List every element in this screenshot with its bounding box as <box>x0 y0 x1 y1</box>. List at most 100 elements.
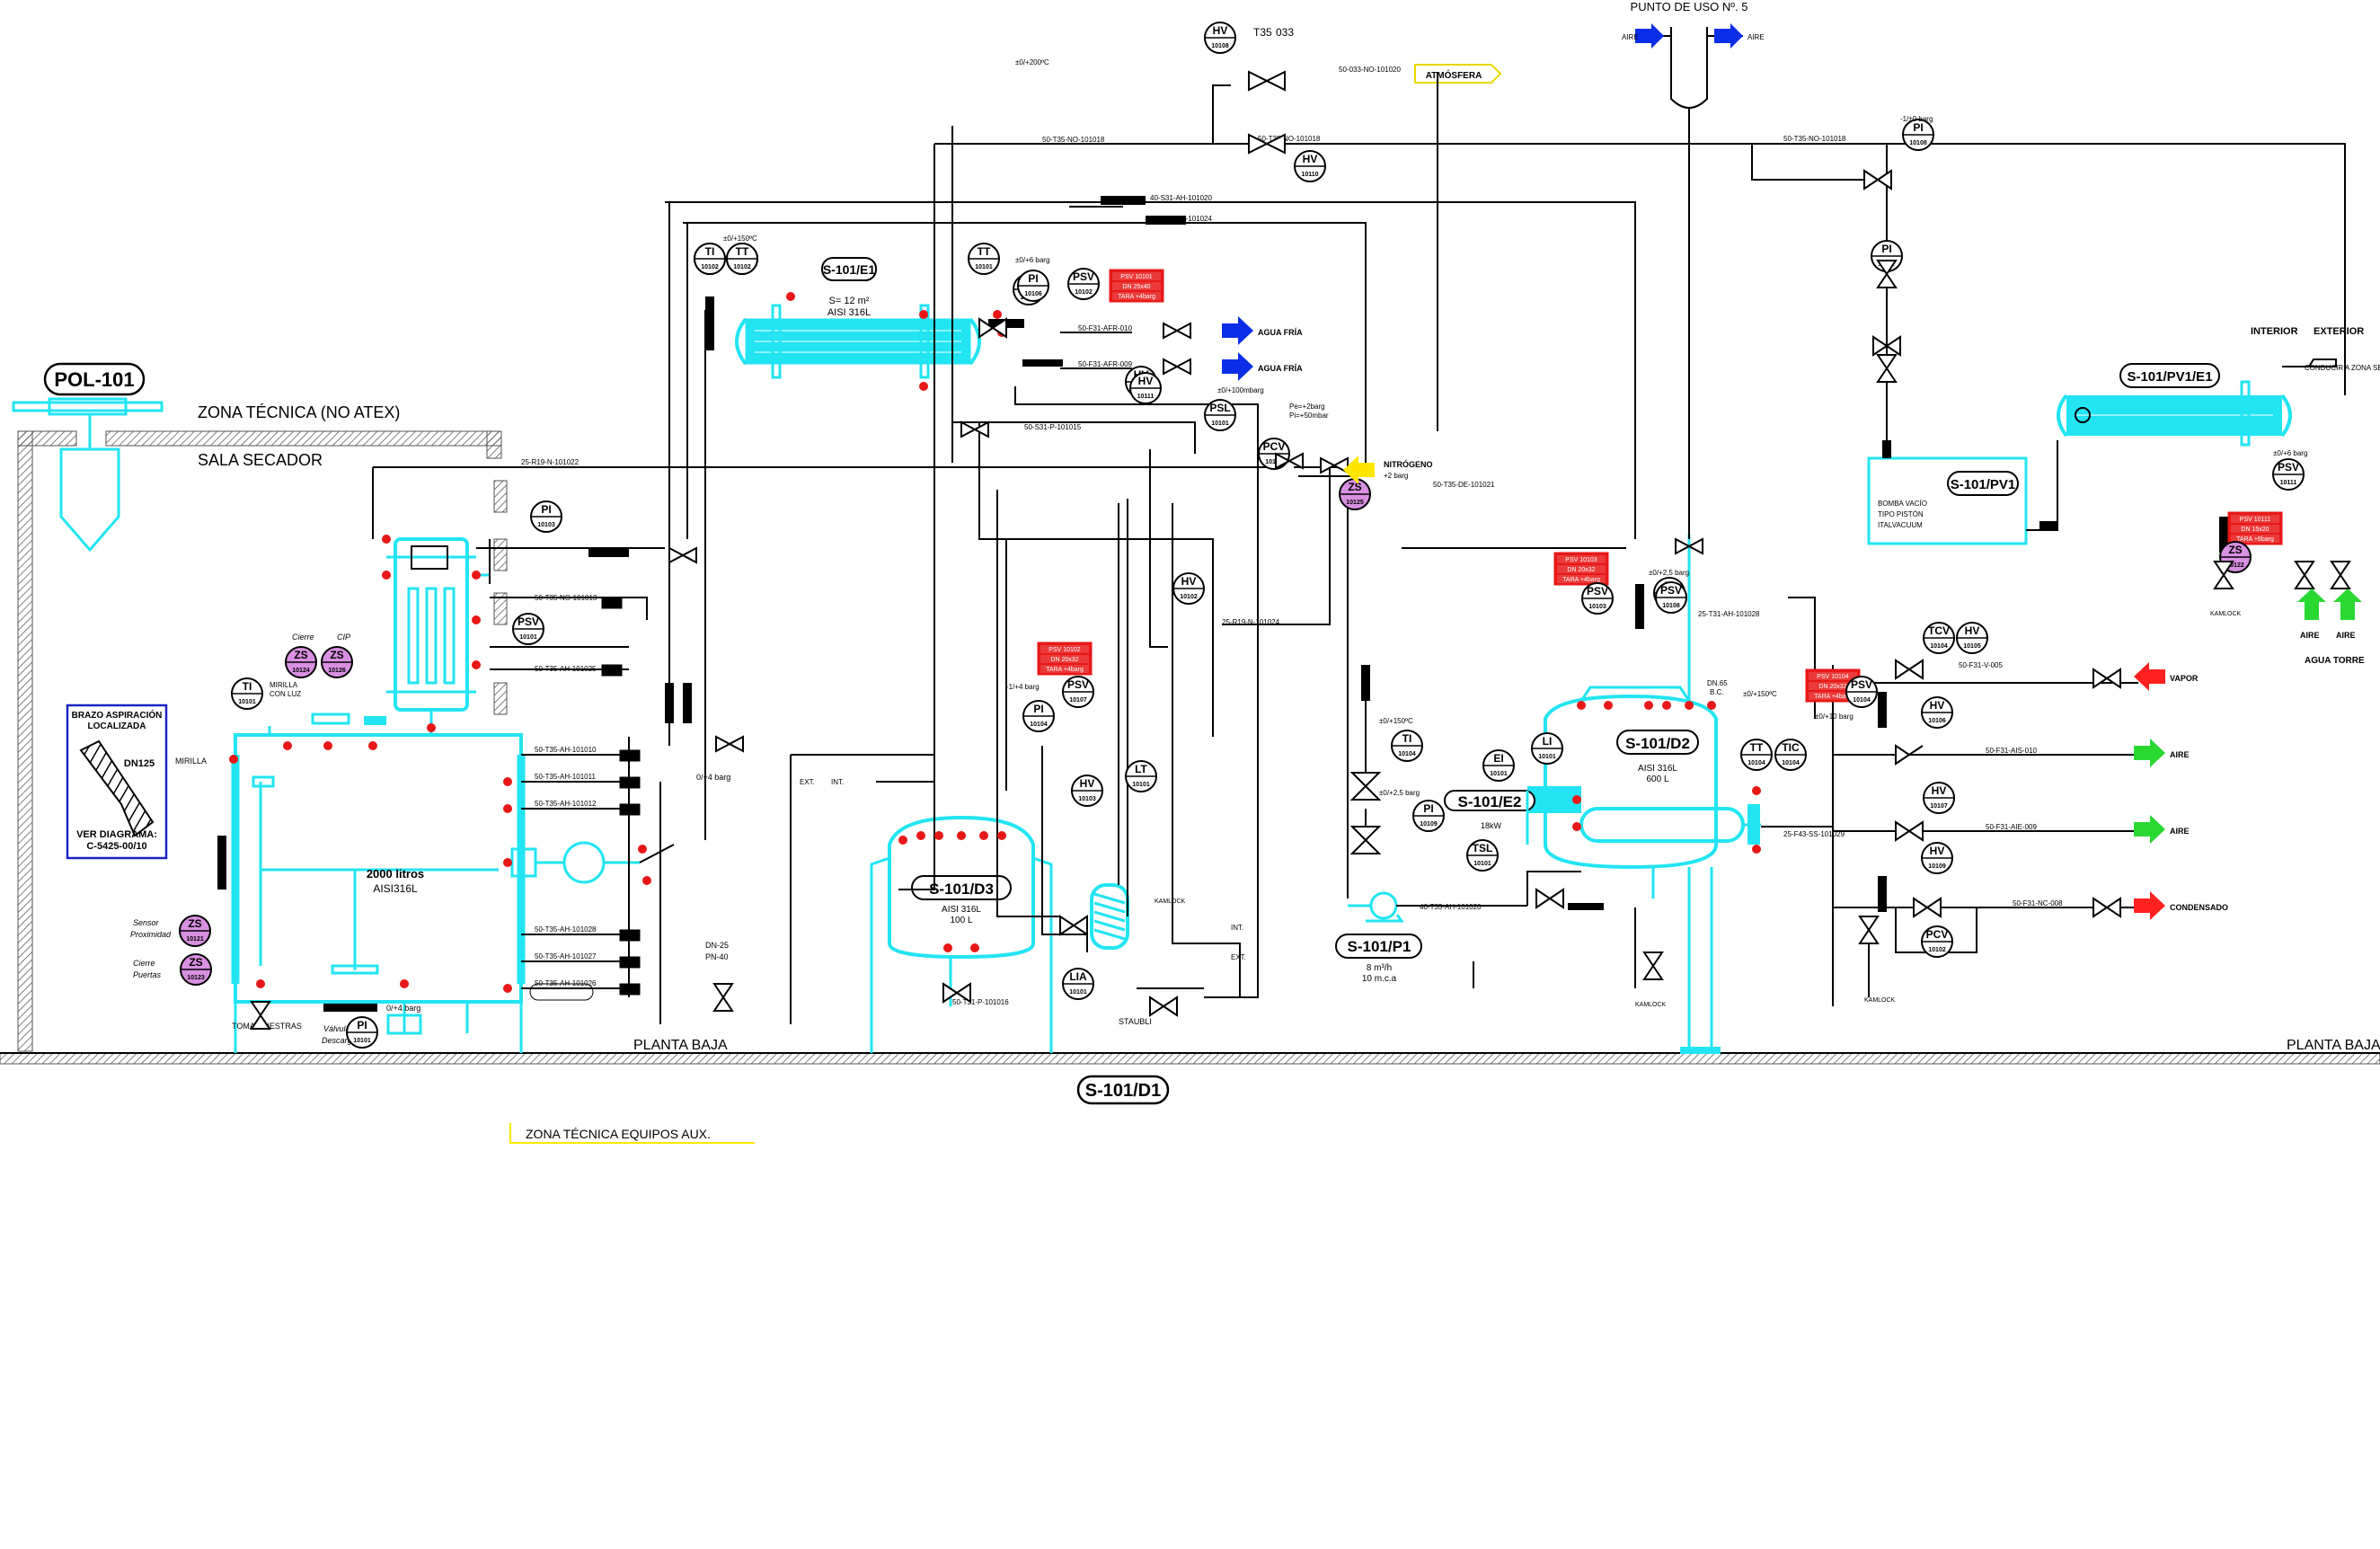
int-label-1: INT. <box>831 778 844 786</box>
cierre-label: Cierre <box>292 633 314 642</box>
pipe-line-label: 50-T35-AH-101027 <box>535 952 597 960</box>
arm-size: DN125 <box>124 758 155 769</box>
agua-fria-1: AGUA FRÍA <box>1258 328 1303 337</box>
aire-label-2: AIRE <box>2170 827 2190 836</box>
kamlock-3: KAMLOCK <box>1864 997 1896 1004</box>
condensado-label: CONDENSADO <box>2170 903 2228 912</box>
pipe-line-label: 50-T35-AH-101012 <box>535 800 597 808</box>
pi-range-8: ±0/+6 barg <box>2273 449 2307 457</box>
psv-data-line: TARA +4barg <box>1118 294 1155 300</box>
instrument-number: 10101 <box>975 264 993 270</box>
pipe-line-label: 50-T35-NO-101018 <box>1258 135 1321 143</box>
dryer-d1: 2000 litros AISI316L S-101/D1 <box>217 713 1170 1105</box>
instrument-number: 10102 <box>733 264 751 270</box>
instrument-type: PSV <box>1851 678 1872 691</box>
pe-text-1: Pe=+2barg <box>1289 403 1325 411</box>
psv-data-line: PSV 10111 <box>2240 517 2270 523</box>
instrument-number: 10104 <box>1030 721 1048 728</box>
instrument-number: 10101 <box>1211 420 1229 427</box>
ext-label-2: EXT. <box>1231 953 1246 961</box>
reactor-d2: S-101/D2 AISI 316L 600 L DN.65 B.C. <box>1544 535 1761 1054</box>
bc-label: B.C. <box>1710 688 1724 696</box>
mirilla-luz-2: CON LUZ <box>270 690 301 698</box>
kamlock-4: KAMLOCK <box>2210 611 2242 617</box>
instrument-type: PSV <box>1073 270 1094 283</box>
arm-ref2: C-5425-00/10 <box>86 841 146 852</box>
interior-label: INTERIOR <box>2251 326 2298 337</box>
instrument-type: HV <box>1213 24 1228 37</box>
pv1-desc1: BOMBA VACÍO <box>1878 500 1927 508</box>
arm-ref1: VER DIAGRAMA: <box>76 829 157 840</box>
psl-range: ±0/+100mbarg <box>1217 386 1264 394</box>
pipe-line-label: 50-F31-AFR-009 <box>1078 360 1133 368</box>
instrument-type: ZS <box>294 649 307 661</box>
d3-tag: S-101/D3 <box>929 881 994 898</box>
psv-data-line: DN 15x20 <box>2241 527 2269 533</box>
instrument-type: PI <box>357 1019 367 1031</box>
aux-zone-label: ZONA TÉCNICA EQUIPOS AUX. <box>526 1127 711 1141</box>
agua-torre-label: AGUA TORRE <box>2305 656 2365 666</box>
ti-range-1: ±0/+150ºC <box>723 235 757 243</box>
pipe-line-label: 40-T35-AH-101020 <box>1420 903 1482 911</box>
safe-zone-label: CONDUCIR A ZONA SEGURA <box>2305 364 2380 372</box>
instrument-number: 10106 <box>1024 291 1042 297</box>
ti-range-3: ±0/+150ºC <box>1379 717 1413 725</box>
point-of-use: PUNTO DE USO Nº. 5 AIRE AIRE <box>1622 0 1765 539</box>
e1-material: AISI 316L <box>827 307 871 318</box>
instrument-number: 10102 <box>1180 594 1198 600</box>
pipe-line-label: 50-T31-P-101016 <box>952 998 1009 1006</box>
exchanger-pv1e1: S-101/PV1/E1 <box>2057 363 2292 447</box>
instrument-tt-10102: TT 10102 <box>726 243 758 275</box>
instrument-number: 10104 <box>1930 643 1948 650</box>
instrument-bubbles: PI10103PSV10101TI10103TT10103PI10102PI10… <box>179 22 2305 1049</box>
zone-technical-label: ZONA TÉCNICA (NO ATEX) <box>198 403 400 421</box>
instrument-type: TI <box>705 245 715 258</box>
pipe-line-label: 50-S31-P-101015 <box>1024 423 1082 431</box>
instrument-number: 10121 <box>186 936 204 943</box>
pipe-line-label: 50-F31-NC-008 <box>2013 899 2063 907</box>
pipe-line-label: 25-R19-N-101024 <box>1222 618 1280 626</box>
instrument-number: 10124 <box>292 668 310 674</box>
instrument-type: PI <box>1028 272 1038 285</box>
pipe-network <box>372 72 2346 1024</box>
instrument-number: 10102 <box>701 264 719 270</box>
receiver-d3: S-101/D3 AISI 316L 100 L <box>870 815 1053 1053</box>
ground-floor-left: PLANTA BAJA <box>633 1038 728 1053</box>
instrument-number: 10105 <box>1963 643 1981 650</box>
pi-range-6: ±0/+10 barg <box>1815 713 1854 721</box>
instrument-type: HV <box>1930 845 1945 857</box>
arm-title1: BRAZO ASPIRACIÓN <box>72 709 163 721</box>
aire-label-1: AIRE <box>2170 750 2190 759</box>
instrument-type: PSL <box>1209 402 1230 414</box>
instrument-type: TT <box>978 245 991 258</box>
pv1-desc3: ITALVACUUM <box>1878 521 1923 529</box>
int-label-2: INT. <box>1231 924 1243 932</box>
instrument-tt-10101: TT 10101 <box>968 243 1000 275</box>
instrument-number: 10111 <box>2280 480 2297 486</box>
instrument-type: PI <box>1881 243 1891 255</box>
pipe-line-label: 50-T35-AH-101010 <box>535 746 597 754</box>
instrument-type: TCV <box>1928 624 1950 637</box>
instrument-type: LI <box>1543 735 1553 748</box>
instrument-type: TT <box>736 245 749 258</box>
pipe-line-label: 50-F31-AIS-010 <box>1986 747 2037 755</box>
instrument-number: 10109 <box>1928 863 1946 870</box>
psv-data-line: TARA +4barg <box>1562 577 1600 583</box>
psv-data-line: PSV 10101 <box>1120 274 1153 280</box>
